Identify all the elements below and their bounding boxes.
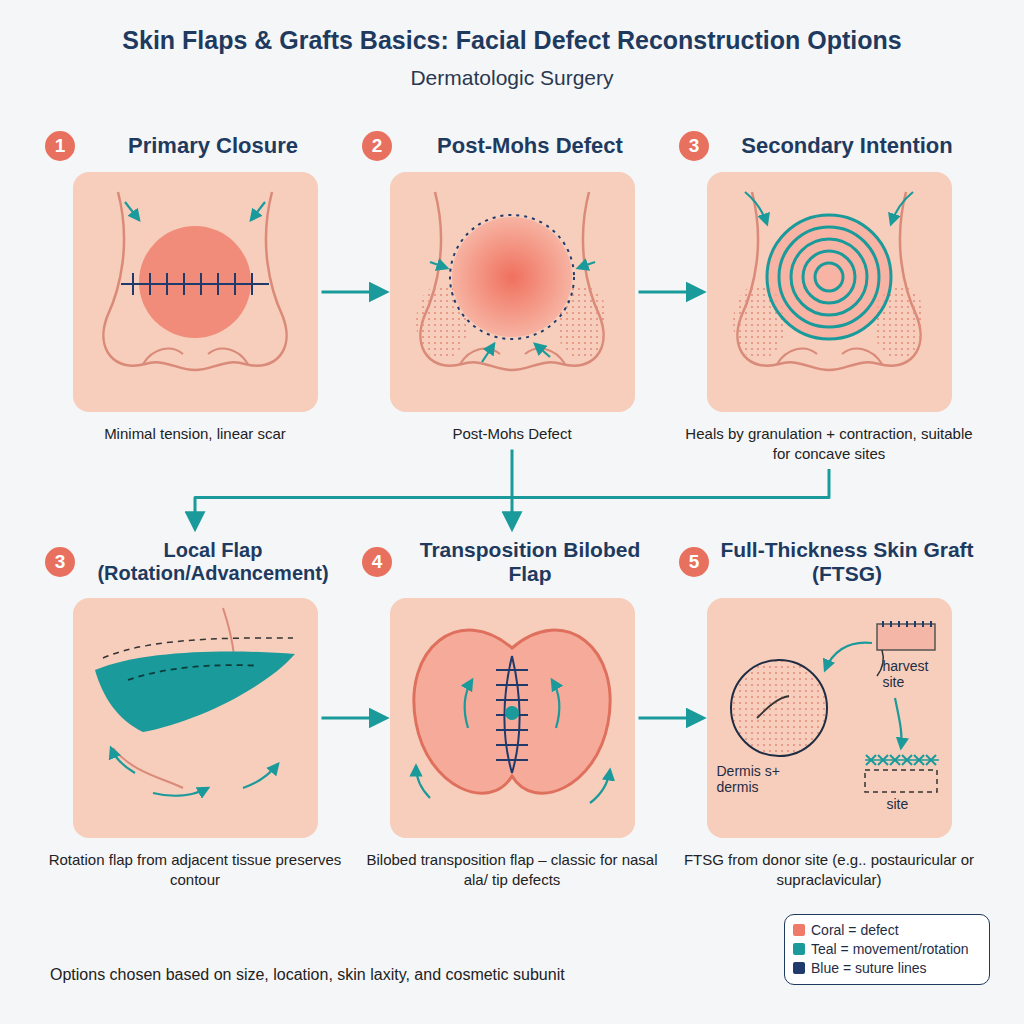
panel-caption: FTSG from donor site (e.g.. postauricula… (679, 850, 979, 889)
panel-heading: Local Flap (Rotation/Advancement) (81, 539, 345, 585)
illustration (390, 598, 635, 838)
flow-arrow (511, 450, 514, 529)
panel-caption: Rotation flap from adjacent tissue prese… (45, 850, 345, 889)
panel-header: 3Local Flap (Rotation/Advancement) (45, 532, 345, 592)
panel: 5Full-Thickness Skin Graft (FTSG)harvest… (679, 532, 979, 889)
panel-header: 2Post-Mohs Defect (362, 126, 662, 166)
panel-heading: Secondary Intention (715, 133, 979, 158)
panel-header: 4Transposition Bilobed Flap (362, 532, 662, 592)
flow-arrow (322, 291, 386, 294)
illustration-panel (707, 172, 952, 412)
illustration (707, 598, 952, 838)
callout-number: 5 (679, 547, 709, 577)
panel: 3Local Flap (Rotation/Advancement) Rotati… (45, 532, 345, 889)
panel: 2Post-Mohs DefectPost-Mohs Defect (362, 126, 662, 444)
legend-swatch (793, 943, 805, 955)
part-label: site (887, 796, 927, 812)
legend-text: Blue = suture lines (811, 959, 927, 978)
legend-swatch (793, 924, 805, 936)
panel-heading: Primary Closure (81, 133, 345, 158)
diagram-title: Skin Flaps & Grafts Basics: Facial Defec… (10, 26, 1014, 55)
illustration (73, 172, 318, 412)
illustration-panel: harvest siteDermis s+ dermis site (707, 598, 952, 838)
panel-header: 1Primary Closure (45, 126, 345, 166)
callout-number: 4 (362, 547, 392, 577)
legend-row: Blue = suture lines (793, 959, 981, 978)
part-label: harvest site (883, 658, 947, 690)
callout-number: 1 (45, 131, 75, 161)
callout-number: 3 (679, 131, 709, 161)
callout-number: 2 (362, 131, 392, 161)
caption: Options chosen based on size, location, … (50, 966, 565, 984)
illustration-panel (390, 172, 635, 412)
callout-number: 3 (45, 547, 75, 577)
panel-caption: Minimal tension, linear scar (45, 424, 345, 444)
illustration-panel (73, 172, 318, 412)
panel-heading: Post-Mohs Defect (398, 133, 662, 158)
panel-heading: Full-Thickness Skin Graft (FTSG) (715, 538, 979, 586)
panel-header: 3Secondary Intention (679, 126, 979, 166)
flow-arrow (639, 291, 703, 294)
legend-swatch (793, 962, 805, 974)
legend-text: Coral = defect (811, 921, 899, 940)
panel-caption: Heals by granulation + contraction, suit… (679, 424, 979, 463)
illustration (73, 598, 318, 838)
illustration-panel (73, 598, 318, 838)
panel: 3Secondary IntentionHeals by granulation… (679, 126, 979, 463)
panel-heading: Transposition Bilobed Flap (398, 538, 662, 586)
legend-text: Teal = movement/rotation (811, 940, 969, 959)
flow-arrow (639, 717, 703, 720)
subtitle: Dermatologic Surgery (10, 66, 1014, 90)
flow-arrow (322, 717, 386, 720)
part-label: Dermis s+ dermis (717, 763, 791, 795)
illustration (390, 172, 635, 412)
panel: 4Transposition Bilobed FlapBilobed trans… (362, 532, 662, 889)
panel-caption: Post-Mohs Defect (362, 424, 662, 444)
panel-header: 5Full-Thickness Skin Graft (FTSG) (679, 532, 979, 592)
illustration-panel (390, 598, 635, 838)
legend-row: Teal = movement/rotation (793, 940, 981, 959)
panel-caption: Bilobed transposition flap – classic for… (362, 850, 662, 889)
legend-box: Coral = defectTeal = movement/rotationBl… (784, 914, 990, 985)
legend-row: Coral = defect (793, 921, 981, 940)
illustration (707, 172, 952, 412)
panel: 1Primary ClosureMinimal tension, linear … (45, 126, 345, 444)
